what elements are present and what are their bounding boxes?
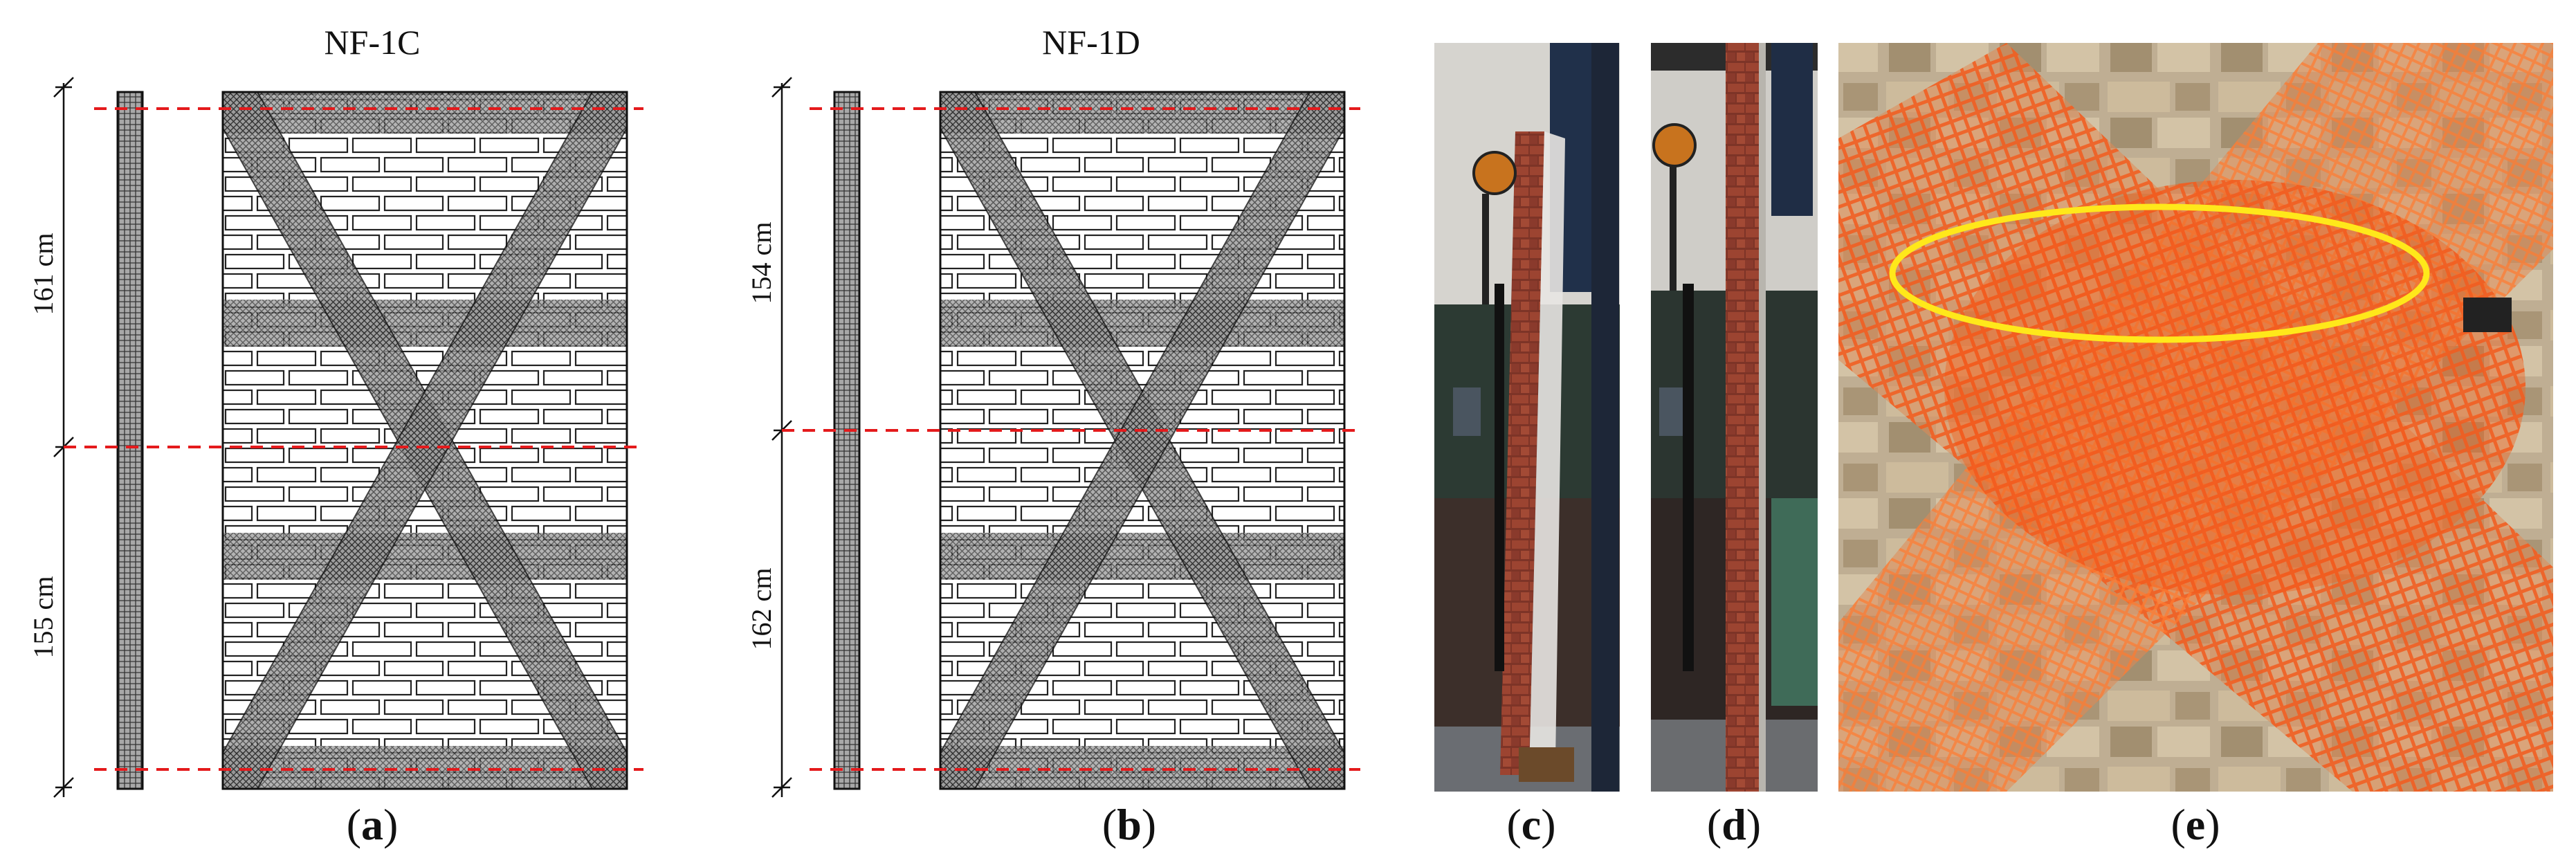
wall-specimen — [1500, 131, 1544, 775]
panel-b-title: NF-1D — [1042, 23, 1140, 62]
dimension-line — [53, 77, 74, 798]
side-view-column — [833, 91, 861, 790]
actuator — [1683, 284, 1694, 671]
panel-a-title: NF-1C — [325, 23, 421, 62]
top-strip — [940, 92, 1344, 134]
panel-d-caption: (d) — [1707, 800, 1761, 849]
panel-d-photo: (d) — [1651, 43, 1818, 849]
dimension-line — [771, 77, 792, 798]
horizontal-strip-lower — [223, 533, 627, 580]
horizontal-strip-lower — [940, 533, 1344, 580]
diagonal-strip-2 — [940, 92, 1344, 789]
section-lines — [64, 107, 643, 771]
dimension-bottom-label: 162 cm — [746, 568, 777, 650]
wall-specimen — [1726, 43, 1759, 792]
hoist-icon — [1652, 123, 1697, 167]
dimension-top-label: 161 cm — [28, 233, 59, 316]
wall-elevation — [939, 91, 1346, 790]
diagonal-strip-2 — [223, 92, 627, 789]
panel-c-photo: (c) — [1434, 43, 1620, 849]
panel-a: NF-1C 161 — [28, 23, 643, 849]
horizontal-strip-upper — [940, 300, 1344, 347]
panel-a-caption: (a) — [347, 800, 399, 849]
bottom-strip — [223, 746, 627, 789]
panel-b: NF-1D 154 cm 162 cm — [746, 23, 1360, 849]
panel-b-caption: (b) — [1102, 800, 1156, 849]
steel-frame-column — [1591, 43, 1619, 792]
horizontal-strip-upper — [223, 300, 627, 347]
actuator — [1495, 284, 1504, 671]
dimension-top-label: 154 cm — [746, 222, 777, 304]
wall-elevation — [221, 91, 628, 790]
panel-e-caption: (e) — [2171, 800, 2220, 849]
panel-c-caption: (c) — [1506, 800, 1555, 849]
bottom-strip — [940, 746, 1344, 789]
hoist-icon — [1472, 151, 1517, 195]
dimension-bottom-label: 155 cm — [28, 576, 59, 659]
top-strip — [223, 92, 627, 134]
ellipse-highlight-icon — [1889, 203, 2430, 343]
panel-e-photo: (e) — [1838, 43, 2553, 849]
section-lines — [782, 107, 1360, 771]
sensor-block — [2463, 298, 2512, 332]
side-view-column — [116, 91, 144, 790]
